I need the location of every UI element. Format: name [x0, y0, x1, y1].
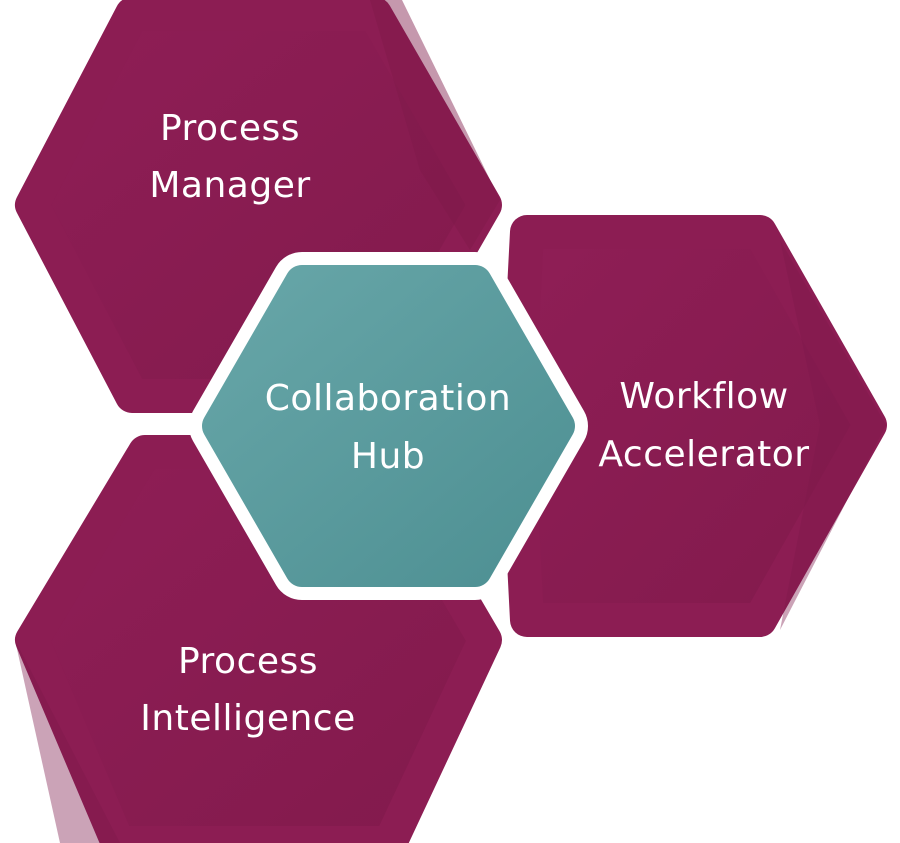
process-manager-label-line2: Manager: [149, 165, 310, 206]
hexagon-workflow-accelerator-shade: [780, 240, 886, 630]
collaboration-hub-label-line2: Hub: [351, 436, 425, 477]
process-intelligence-label-line2: Intelligence: [140, 698, 355, 739]
hexagon-collaboration-hub: Collaboration Hub: [189, 252, 588, 600]
process-manager-label-line1: Process: [160, 108, 300, 149]
collaboration-hub-label-line1: Collaboration: [265, 378, 511, 419]
hexagon-collaboration-hub-shape: [202, 265, 575, 587]
process-intelligence-label-line1: Process: [178, 641, 318, 682]
hexagon-process-manager-shade: [370, 0, 500, 250]
hexagon-workflow-accelerator: Workflow Accelerator: [500, 215, 887, 637]
workflow-accelerator-label-line1: Workflow: [619, 376, 788, 417]
hexagon-process-intelligence-shade: [15, 640, 120, 843]
workflow-accelerator-label-line2: Accelerator: [598, 434, 809, 475]
